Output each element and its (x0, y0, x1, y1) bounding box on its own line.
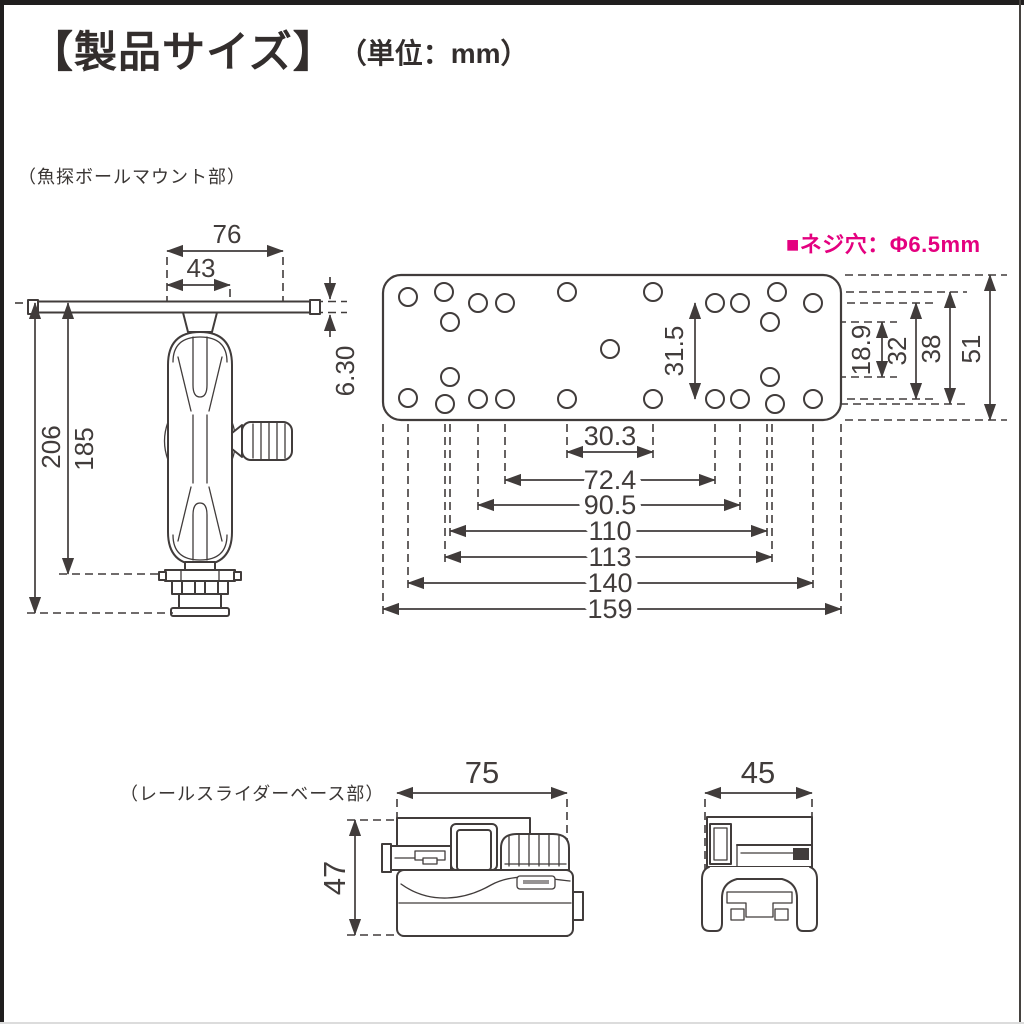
dim-6-30: 6.30 (330, 346, 360, 397)
ball-mount-arm (27, 299, 321, 617)
dim-76: 76 (213, 219, 242, 249)
rail-slider-side-body (381, 817, 584, 937)
knob-connector (231, 424, 243, 458)
dim-110: 110 (588, 516, 631, 546)
plate-holes (398, 282, 823, 414)
side-view-extension-lines (15, 257, 347, 614)
tightening-knob (241, 421, 293, 461)
end-latch-block (793, 848, 809, 860)
base-flange (164, 569, 236, 582)
dim-30-3: 30.3 (584, 421, 637, 451)
unit-label: （単位：mm） (338, 38, 529, 69)
section-label-rail-slider: （レールスライダーベース部） (120, 784, 385, 804)
screw-hole-note-text: ネジ穴：Φ6.5mm (799, 232, 981, 257)
dim-47: 47 (317, 861, 352, 895)
dim-18-9: 18.9 (846, 325, 876, 376)
side-view-dimensions: 76 43 6.30 206 185 (28, 219, 360, 614)
frame-bottom-border (0, 1022, 1024, 1024)
dim-75: 75 (465, 755, 499, 790)
rail-slider-end-body (701, 816, 818, 932)
dim-90-5: 90.5 (584, 490, 637, 520)
rail-slider-end-view-drawing: 45 (701, 755, 818, 932)
slider-side-dimensions: 75 47 (317, 755, 568, 936)
plate-vertical-dimensions: 31.5 18.9 32 38 51 (659, 274, 997, 421)
dim-185: 185 (69, 427, 99, 470)
screw-hole-note: ■ネジ穴：Φ6.5mm (786, 227, 981, 259)
dim-43: 43 (187, 253, 216, 283)
dim-159: 159 (587, 594, 632, 624)
rail-channel (726, 891, 793, 918)
frame-right-border (1019, 0, 1021, 1024)
dim-31-5: 31.5 (659, 326, 689, 377)
section-label-ball-mount: （魚探ボールマウント部） (18, 167, 246, 187)
mount-plate (381, 273, 843, 422)
dim-206: 206 (36, 425, 66, 468)
base-post (178, 593, 222, 609)
page-title: 【製品サイズ】 (30, 29, 337, 77)
frame-top-border (0, 0, 1024, 5)
slider-end-dimensions: 45 (704, 755, 813, 800)
dim-140: 140 (587, 568, 632, 598)
dim-45: 45 (741, 755, 775, 790)
ball-mount-side-view-drawing: 76 43 6.30 206 185 (15, 219, 360, 617)
header: 【製品サイズ】 （単位：mm） (30, 18, 529, 80)
square-bullet-icon: ■ (786, 232, 800, 257)
dim-38: 38 (916, 335, 946, 364)
dim-72-4: 72.4 (584, 465, 637, 495)
rail-slider-side-view-drawing: 75 47 (317, 755, 584, 938)
dim-113: 113 (588, 542, 631, 572)
side-tab (572, 891, 584, 921)
dim-32: 32 (882, 337, 912, 366)
rail-clamp (701, 866, 818, 932)
base-cap (170, 607, 230, 617)
dim-51: 51 (956, 335, 986, 364)
star-knob (500, 833, 570, 871)
mount-plate-top-view-drawing: 31.5 18.9 32 38 51 (381, 273, 1007, 630)
plate-horizontal-dimensions: 30.3 72.4 90.5 110 113 140 159 (382, 421, 842, 630)
frame-left-border (0, 0, 4, 1024)
chain-extension-lines (382, 424, 842, 617)
